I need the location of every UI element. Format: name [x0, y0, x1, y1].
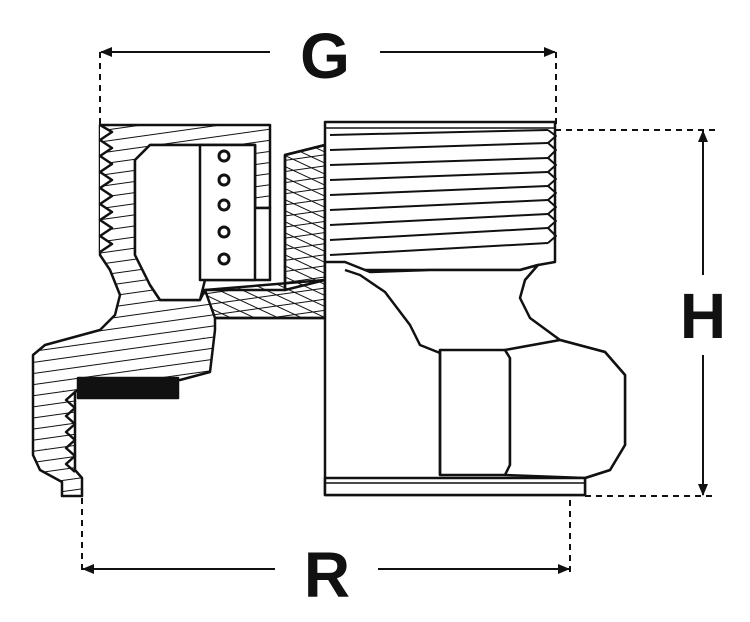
lower-thread-profile [64, 391, 77, 473]
hole-1 [217, 149, 231, 163]
connector-section [283, 143, 327, 292]
dimension-h: H [555, 129, 726, 497]
g-label: G [300, 20, 350, 92]
hex-nut-face [503, 338, 627, 480]
hole-2 [217, 173, 231, 187]
dimension-g: G [99, 20, 557, 125]
external-threads [329, 129, 557, 256]
insert-holes [217, 149, 231, 266]
dimension-r: R [81, 498, 571, 611]
connector-lower-section [203, 278, 327, 320]
hole-5 [217, 252, 231, 266]
hex-nut [438, 348, 512, 477]
base-flange [323, 476, 587, 497]
r-label: R [304, 539, 350, 611]
fitting-section-view [31, 123, 327, 498]
fitting-external-view [323, 120, 627, 497]
hole-3 [217, 198, 231, 212]
h-label: H [680, 280, 726, 352]
gasket [76, 376, 180, 400]
neck-curve-left [344, 268, 446, 357]
hole-4 [217, 225, 231, 239]
upper-thread-profile [98, 123, 114, 254]
